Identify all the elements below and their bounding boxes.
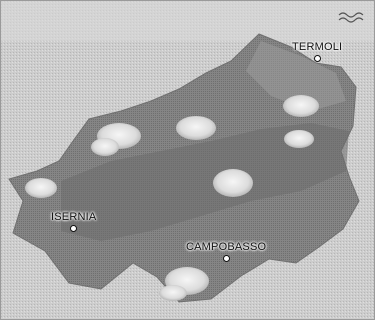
city-isernia[interactable]: ISERNIA [51, 211, 96, 232]
city-campobasso[interactable]: CAMPOBASSO [186, 241, 266, 262]
city-marker-icon [222, 255, 230, 262]
city-marker-icon [70, 225, 78, 232]
cloud-icon [283, 95, 319, 117]
cloud-icon [159, 267, 209, 301]
cloud-icon [91, 123, 141, 156]
city-termoli[interactable]: TERMOLI [292, 41, 342, 62]
region-shading-light [246, 41, 346, 111]
waves-icon [338, 12, 364, 23]
region-shading [61, 123, 349, 241]
cloud-icon [284, 130, 314, 148]
cloud-icon [25, 178, 57, 198]
city-name: CAMPOBASSO [186, 241, 267, 253]
cloud-icon [213, 169, 253, 197]
city-name: ISERNIA [51, 211, 97, 223]
city-name: TERMOLI [292, 41, 343, 53]
sea-area [1, 1, 374, 41]
cloud-icon [176, 116, 216, 140]
city-marker-icon [313, 55, 321, 62]
